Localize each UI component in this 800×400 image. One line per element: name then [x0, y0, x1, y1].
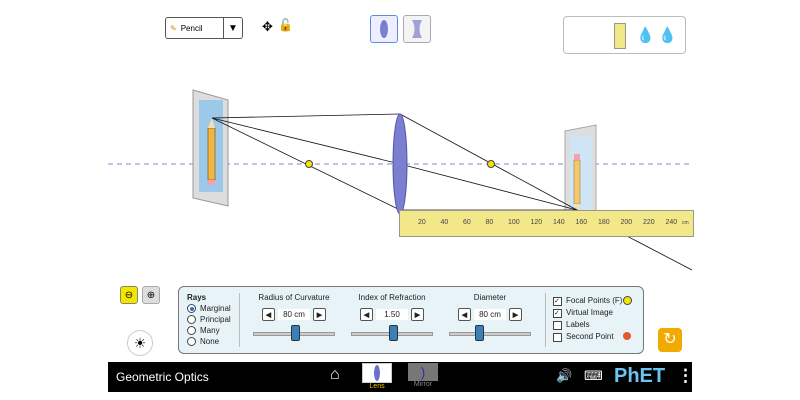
zoom-in-button[interactable]: ⊕	[142, 286, 160, 304]
checkbox-icon[interactable]	[553, 332, 562, 342]
ruler-tool-icon[interactable]	[614, 23, 626, 49]
control-label: Index of Refraction	[358, 293, 426, 302]
rays	[211, 113, 692, 271]
ray-option-marginal[interactable]: Marginal	[187, 303, 231, 314]
increment-button[interactable]: ▶	[313, 308, 326, 321]
tool-select[interactable]: ✎ Pencil ▼	[165, 17, 243, 39]
move-icon[interactable]: ✥	[262, 19, 273, 34]
ruler-tick-label: 20	[418, 219, 426, 226]
zoom-out-button[interactable]: ⊖	[120, 286, 138, 304]
pencil-icon: ✎	[170, 23, 177, 33]
ruler[interactable]: 20 40 60 80 100 120 140 160 180 200 220 240 cm	[399, 210, 694, 237]
focal-point-icon	[623, 296, 632, 305]
control-value: 80 cm	[278, 309, 310, 320]
home-icon[interactable]: ⌂	[330, 366, 340, 383]
toolbox: 💧 💧	[563, 16, 686, 54]
screen-tab-mirror[interactable]: ) Mirror	[408, 363, 438, 388]
chevron-down-icon: ▼	[223, 18, 242, 38]
phet-logo[interactable]: PhET	[614, 365, 666, 387]
radio-icon[interactable]	[187, 326, 196, 335]
concave-lens-button[interactable]	[403, 15, 431, 43]
slider-thumb[interactable]	[388, 325, 398, 341]
decrement-button[interactable]: ◀	[458, 308, 471, 321]
ruler-tick-label: 120	[530, 219, 543, 226]
focal-point-left	[305, 160, 313, 168]
control-slider[interactable]	[445, 325, 535, 341]
ruler-tick-label: 140	[553, 219, 565, 226]
slider-thumb[interactable]	[290, 325, 300, 341]
increment-button[interactable]: ▶	[411, 308, 424, 321]
decrement-button[interactable]: ◀	[360, 308, 373, 321]
ruler-tick-label: 100	[508, 219, 520, 226]
ruler-tick-label: 80	[485, 219, 494, 226]
sound-icon[interactable]: 🔊	[556, 368, 573, 383]
control-label: Radius of Curvature	[258, 293, 330, 302]
optics-stage	[108, 89, 692, 271]
ruler-tick-label: 240	[665, 219, 678, 226]
ruler-tick-label: 220	[643, 219, 655, 226]
control-2: Diameter ◀80 cm▶	[445, 293, 535, 341]
control-label: Diameter	[473, 293, 507, 302]
radio-icon[interactable]	[187, 304, 196, 313]
control-slider[interactable]	[347, 325, 437, 341]
checkbox-labels[interactable]: Labels	[553, 319, 622, 331]
slider-thumb[interactable]	[475, 325, 485, 341]
focal-point-right	[487, 160, 495, 168]
navigation-bar: Geometric Optics ⌂ Lens ) Mirror 🔊 ⌨ PhE…	[108, 362, 694, 392]
ruler-unit: cm	[682, 220, 689, 226]
screen-tab-lens[interactable]: Lens	[362, 363, 392, 390]
reset-button[interactable]: ↻	[658, 328, 682, 352]
checkbox-second-point[interactable]: Second Point	[553, 331, 622, 343]
checkbox-icon[interactable]	[553, 320, 562, 330]
brightness-icon[interactable]: ☀	[127, 330, 153, 356]
checkbox-icon[interactable]: ✓	[553, 296, 562, 306]
control-slider[interactable]	[249, 325, 339, 341]
checkbox-focal-points-f-[interactable]: ✓Focal Points (F)	[553, 296, 623, 306]
ray-option-many[interactable]: Many	[187, 325, 231, 336]
radio-icon[interactable]	[187, 337, 196, 346]
radio-icon[interactable]	[187, 315, 196, 324]
control-value: 80 cm	[474, 309, 506, 320]
ruler-tick-label: 200	[620, 219, 633, 226]
menu-icon[interactable]: ⋮	[677, 366, 694, 385]
ruler-tick-label: 60	[463, 219, 471, 226]
keyboard-icon[interactable]: ⌨	[584, 368, 603, 383]
ray-option-none[interactable]: None	[187, 336, 231, 347]
image-frame	[564, 124, 597, 215]
convex-lens-button[interactable]	[370, 15, 398, 43]
ruler-tick-label: 160	[575, 219, 588, 226]
unlock-icon[interactable]: 🔓	[278, 18, 293, 32]
lens	[392, 113, 408, 215]
second-point-icon	[623, 332, 631, 340]
increment-button[interactable]: ▶	[509, 308, 522, 321]
control-0: Radius of Curvature ◀80 cm▶	[249, 293, 339, 341]
ray-option-principal[interactable]: Principal	[187, 314, 231, 325]
checkbox-icon[interactable]: ✓	[553, 308, 562, 318]
app-title: Geometric Optics	[116, 370, 209, 384]
checkbox-virtual-image[interactable]: ✓Virtual Image	[553, 308, 613, 318]
light-probe-icon[interactable]: 💧	[636, 27, 655, 44]
control-value: 1.50	[376, 309, 408, 320]
object-frame	[192, 89, 229, 207]
light-probe-2-icon[interactable]: 💧	[658, 27, 677, 44]
decrement-button[interactable]: ◀	[262, 308, 275, 321]
control-1: Index of Refraction ◀1.50▶	[347, 293, 437, 341]
ruler-tick-label: 40	[440, 219, 449, 226]
ruler-tick-label: 180	[598, 219, 610, 226]
